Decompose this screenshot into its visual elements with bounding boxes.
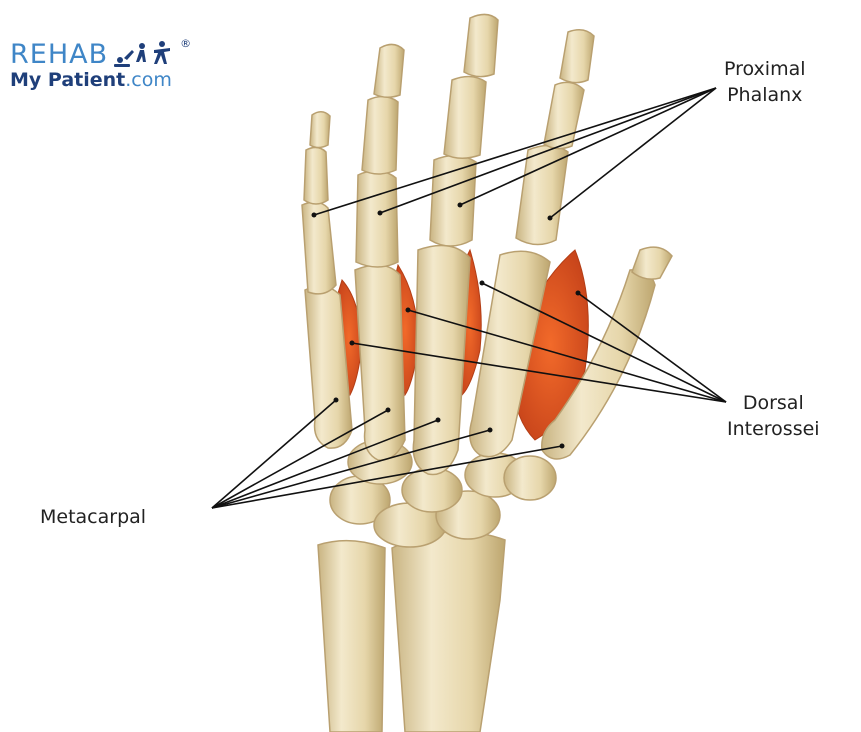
label-metacarpal: Metacarpal <box>40 504 146 530</box>
phalanx <box>464 14 498 76</box>
metacarpal-4 <box>355 265 405 460</box>
carpal-bone <box>504 456 556 500</box>
logo-domain-suffix: .com <box>125 69 172 91</box>
phalanx <box>310 112 330 148</box>
phalanx <box>362 96 398 174</box>
label-proximal-line1: Proximal <box>724 56 806 82</box>
phalanx <box>304 147 328 204</box>
phalanx <box>444 76 486 158</box>
forearm-bones <box>318 532 505 732</box>
radius <box>392 532 505 732</box>
ulna <box>318 541 385 732</box>
logo-rehab-text: REHAB <box>10 41 108 68</box>
phalanx <box>632 247 672 279</box>
rehab-my-patient-logo: REHAB ® My Patient.com <box>10 38 192 90</box>
phalanx <box>374 44 404 97</box>
label-dorsal-interossei: Dorsal Interossei <box>727 390 820 442</box>
label-dorsal-line2: Interossei <box>727 416 820 442</box>
label-dorsal-line1: Dorsal <box>727 390 820 416</box>
phalanx <box>560 30 594 83</box>
label-metacarpal-text: Metacarpal <box>40 504 146 530</box>
label-proximal-phalanx: Proximal Phalanx <box>724 56 806 108</box>
phalanges <box>302 14 672 293</box>
phalanx <box>302 202 336 294</box>
exercise-figures-icon <box>110 38 180 70</box>
label-proximal-line2: Phalanx <box>724 82 806 108</box>
registered-mark: ® <box>180 38 192 49</box>
logo-my-patient-text: My Patient <box>10 69 125 91</box>
phalanx <box>356 171 398 267</box>
